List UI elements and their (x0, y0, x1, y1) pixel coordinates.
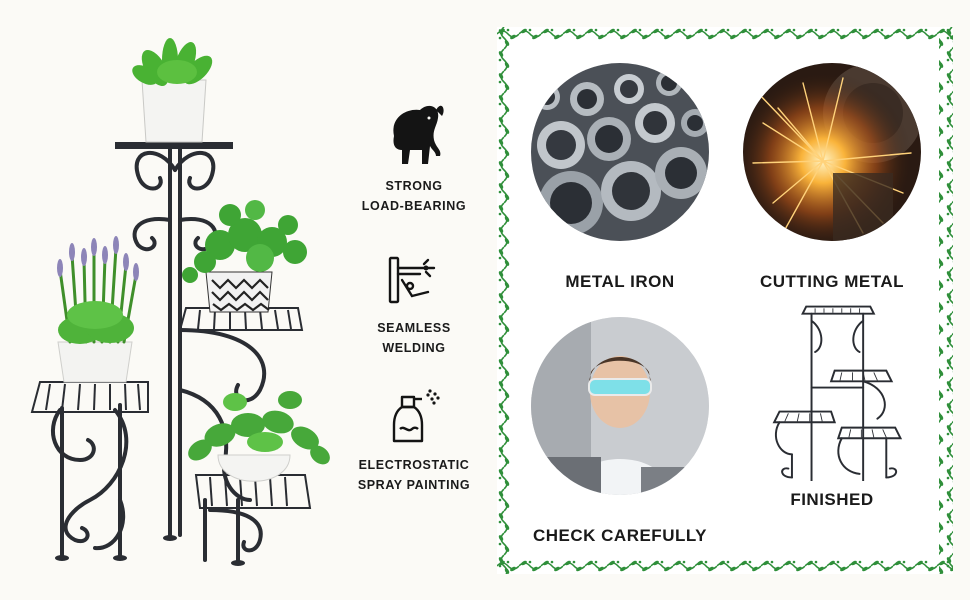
feature-spray-painting: ELECTROSTATIC SPRAY PAINTING (339, 385, 489, 495)
feature-label: STRONG LOAD-BEARING (361, 179, 467, 213)
feature-label: SEAMLESS WELDING (377, 321, 451, 355)
feature-label: ELECTROSTATIC SPRAY PAINTING (357, 458, 471, 492)
step-check-carefully: CHECK CAREFULLY (520, 317, 720, 546)
step-caption: METAL IRON (565, 272, 675, 291)
step-caption: CHECK CAREFULLY (532, 526, 708, 545)
sparks-photo (743, 63, 923, 241)
product-hero: STRONG LOAD-BEARING SEAMLESS WELDING (30, 38, 489, 566)
feature-load-bearing: STRONG LOAD-BEARING (339, 96, 489, 216)
inspector-photo (531, 317, 709, 495)
elephant-icon (393, 105, 444, 164)
finished-stand-photo (772, 305, 903, 482)
process-panel: METAL IRON CUTTING META (497, 27, 953, 574)
plant-stand-illustration (30, 38, 330, 566)
welding-gun-icon (388, 256, 436, 304)
step-caption: CUTTING METAL (759, 272, 905, 291)
metal-tubes-photo (531, 63, 709, 241)
step-finished: FINISHED (732, 303, 932, 510)
vine-border (497, 27, 953, 574)
step-metal-iron: METAL IRON (520, 63, 720, 292)
step-cutting-metal: CUTTING METAL (732, 63, 932, 292)
step-caption: FINISHED (790, 490, 874, 509)
spray-bottle-icon (392, 389, 440, 443)
feature-welding: SEAMLESS WELDING (339, 252, 489, 358)
